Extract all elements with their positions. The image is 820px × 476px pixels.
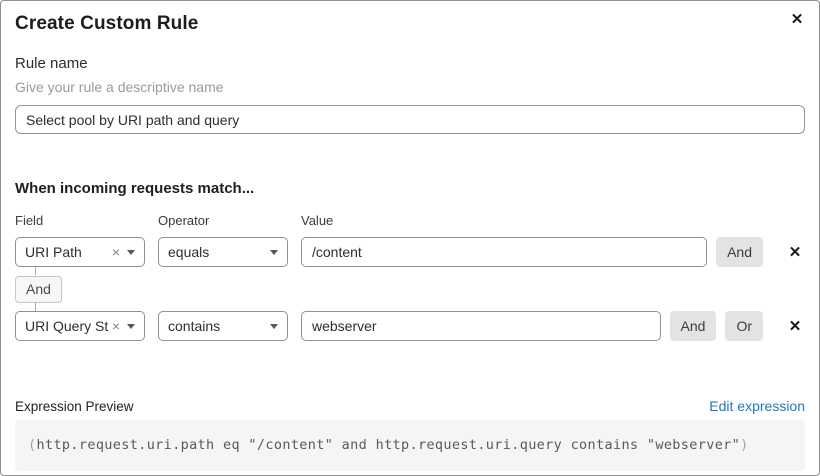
condition-column-labels: Field Operator Value	[15, 213, 805, 228]
remove-condition-icon[interactable]: ✕	[785, 311, 805, 341]
field-select-value: URI Query St...	[25, 318, 109, 334]
add-and-condition-button[interactable]: And	[669, 311, 717, 341]
field-select[interactable]: URI Query St... ×	[15, 311, 145, 341]
operator-select[interactable]: contains	[158, 311, 288, 341]
value-input[interactable]	[301, 311, 661, 341]
expression-preview-header: Expression Preview Edit expression	[15, 398, 805, 414]
value-column-label: Value	[301, 213, 334, 228]
field-select[interactable]: URI Path ×	[15, 237, 145, 267]
add-and-condition-button[interactable]: And	[716, 237, 763, 267]
match-heading: When incoming requests match...	[15, 180, 255, 197]
field-select-value: URI Path	[25, 244, 82, 260]
close-icon[interactable]: ✕	[785, 8, 809, 32]
edit-expression-link[interactable]: Edit expression	[709, 398, 805, 414]
dialog-title: Create Custom Rule	[15, 13, 199, 34]
operator-select-value: contains	[168, 318, 221, 334]
condition-row: URI Query St... × contains And Or ✕	[15, 311, 805, 341]
operator-select[interactable]: equals	[158, 237, 288, 267]
expression-preview-label: Expression Preview	[15, 398, 134, 414]
rule-name-label: Rule name	[15, 55, 88, 72]
add-or-condition-button[interactable]: Or	[725, 311, 763, 341]
chevron-down-icon	[127, 249, 135, 255]
expression-body: http.request.uri.path eq "/content" and …	[36, 437, 741, 453]
expression-code-block: (http.request.uri.path eq "/content" and…	[15, 420, 805, 471]
condition-row: URI Path × equals And ✕	[15, 237, 805, 267]
chevron-down-icon	[270, 323, 278, 329]
condition-connector: And	[15, 267, 805, 311]
clear-selection-icon[interactable]: ×	[111, 244, 120, 260]
chevron-down-icon	[127, 323, 135, 329]
operator-column-label: Operator	[158, 213, 210, 228]
expression-close-paren: )	[740, 437, 749, 453]
operator-select-value: equals	[168, 244, 210, 260]
rule-name-hint: Give your rule a descriptive name	[15, 79, 224, 95]
clear-selection-icon[interactable]: ×	[111, 318, 120, 334]
rule-name-input[interactable]	[15, 105, 805, 134]
connector-and-badge[interactable]: And	[15, 275, 62, 303]
expression-open-paren: (	[28, 437, 37, 453]
field-column-label: Field	[15, 213, 44, 228]
chevron-down-icon	[270, 249, 278, 255]
remove-condition-icon[interactable]: ✕	[785, 237, 805, 267]
value-input[interactable]	[301, 237, 708, 267]
